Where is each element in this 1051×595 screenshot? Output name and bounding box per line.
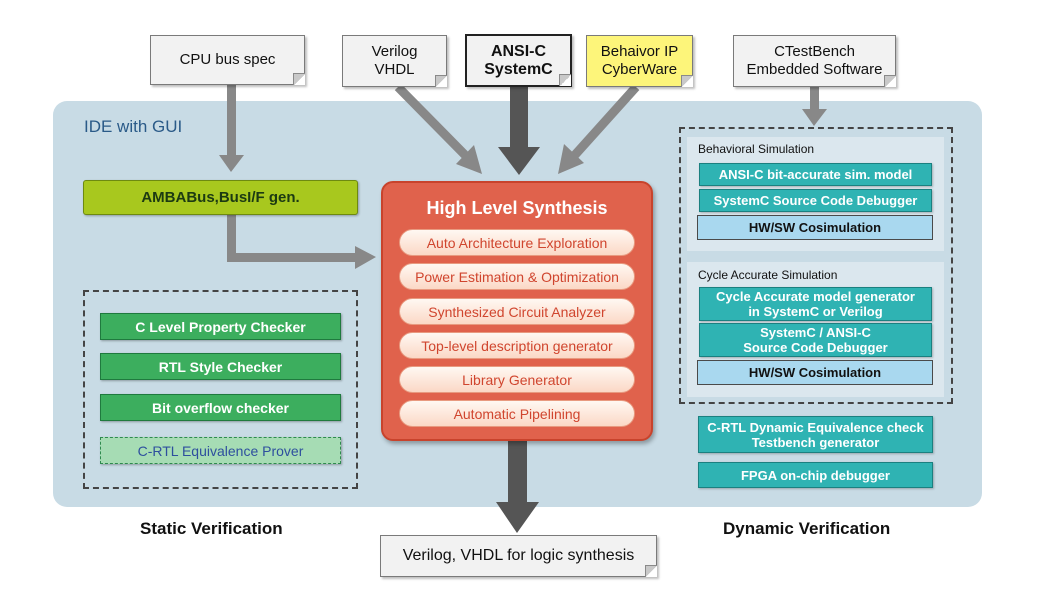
ansi-c-label: ANSI-C (490, 42, 547, 60)
dynamic-verification-caption: Dynamic Verification (723, 519, 891, 538)
crtl-line1: C-RTL Dynamic Equivalence check (707, 419, 924, 435)
arrow-verilog-head (456, 145, 482, 174)
verilog-vhdl-doc: Verilog VHDL (342, 35, 447, 87)
c-level-property-checker: C Level Property Checker (100, 313, 341, 340)
hls-item-top-level-generator: Top-level description generator (399, 332, 635, 359)
hls-item-power-estimation: Power Estimation & Optimization (399, 263, 635, 290)
behavioral-cosimulation: HW/SW Cosimulation (697, 215, 933, 240)
hls-item-library-generator: Library Generator (399, 366, 635, 393)
arrow-cpu-head (219, 155, 244, 172)
output-label: Verilog, VHDL for logic synthesis (402, 547, 635, 564)
arrow-ctest-shaft (810, 87, 819, 110)
arrow-ansi-shaft (510, 87, 528, 148)
amba-bus-generator: AMBABus,BusI/F gen. (83, 180, 358, 215)
arrow-ctest-head (802, 109, 827, 126)
bit-overflow-checker: Bit overflow checker (100, 394, 341, 421)
ansi-c-doc: ANSI-C SystemC (465, 34, 572, 87)
arrow-cpu-shaft (227, 85, 236, 155)
static-verification-caption: Static Verification (140, 519, 283, 538)
static-verification-box (83, 290, 358, 489)
cycle-model-line2: in SystemC or Verilog (748, 304, 883, 319)
hls-title: High Level Synthesis (426, 198, 608, 218)
crtl-line2: Testbench generator (751, 434, 880, 450)
systemc-source-debugger: SystemC Source Code Debugger (699, 189, 932, 212)
hls-item-circuit-analyzer: Synthesized Circuit Analyzer (399, 298, 635, 325)
behavior-ip-doc: Behaivor IP CyberWare (586, 35, 693, 87)
arrow-amba-head (355, 246, 376, 269)
dynamic-verification-box (679, 127, 953, 404)
systemc-label: SystemC (484, 60, 553, 78)
fpga-on-chip-debugger: FPGA on-chip debugger (698, 462, 933, 488)
systemc-ansi-c-debugger: SystemC / ANSI-C Source Code Debugger (699, 323, 932, 357)
arrow-behavior-shaft (570, 83, 640, 160)
arrow-ansi-head (498, 147, 540, 175)
cpu-bus-spec-doc: CPU bus spec (150, 35, 305, 85)
c-rtl-dynamic-equivalence-check: C-RTL Dynamic Equivalence check Testbenc… (698, 416, 933, 453)
cycle-model-line1: Cycle Accurate model generator (716, 289, 915, 304)
ctestbench-label: CTestBench (774, 43, 855, 60)
hls-item-automatic-pipelining: Automatic Pipelining (399, 400, 635, 427)
arrow-verilog-shaft (394, 83, 470, 160)
behavior-ip-label: Behaivor IP (600, 43, 679, 60)
embedded-software-label: Embedded Software (746, 61, 883, 78)
cycle-accurate-label: Cycle Accurate Simulation (698, 268, 838, 282)
debugger-line2: Source Code Debugger (743, 340, 888, 355)
arrow-output-shaft (508, 441, 527, 503)
ansi-c-sim-model: ANSI-C bit-accurate sim. model (699, 163, 932, 186)
cpu-bus-spec-label: CPU bus spec (179, 51, 276, 68)
cyberware-label: CyberWare (601, 61, 678, 78)
behavioral-simulation-label: Behavioral Simulation (698, 142, 815, 156)
ide-label: IDE with GUI (84, 117, 183, 136)
c-rtl-equivalence-prover: C-RTL Equivalence Prover (100, 437, 341, 464)
arrow-output-head (496, 502, 539, 533)
debugger-line1: SystemC / ANSI-C (760, 325, 871, 340)
cycle-cosimulation: HW/SW Cosimulation (697, 360, 933, 385)
hls-item-auto-architecture: Auto Architecture Exploration (399, 229, 635, 256)
output-doc: Verilog, VHDL for logic synthesis (380, 535, 657, 577)
cycle-accurate-model-generator: Cycle Accurate model generator in System… (699, 287, 932, 321)
arrow-behavior-head (558, 144, 584, 174)
verilog-label: Verilog (371, 43, 418, 60)
vhdl-label: VHDL (374, 61, 415, 78)
rtl-style-checker: RTL Style Checker (100, 353, 341, 380)
ctestbench-doc: CTestBench Embedded Software (733, 35, 896, 87)
arrow-amba-shaft (227, 215, 355, 262)
